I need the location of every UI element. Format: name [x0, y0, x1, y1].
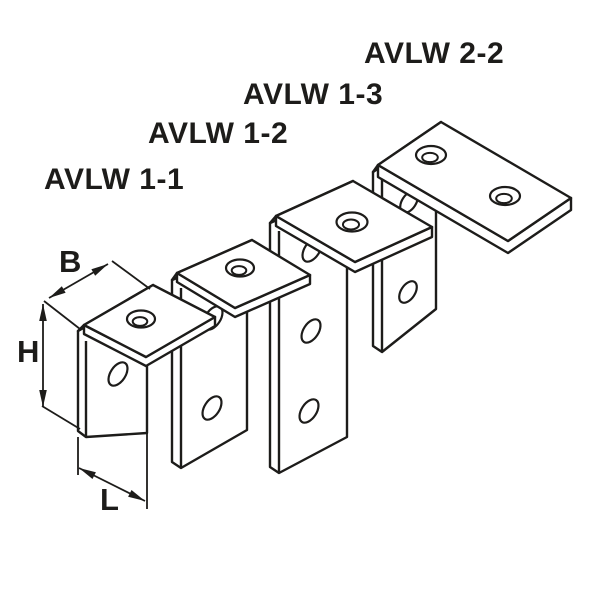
bracket-avlw-1-1 [76, 283, 217, 439]
plate-hole-countersink [341, 218, 361, 231]
label-avlw-2-2: AVLW 2-2 [364, 37, 505, 70]
leg-hole [398, 280, 418, 304]
leg-hole [300, 318, 322, 344]
plate-hole-countersink [131, 316, 149, 327]
dim-b-extension-2 [111, 260, 151, 290]
plate-hole-countersink [495, 192, 513, 205]
plate-hole-countersink [230, 265, 248, 276]
dim-b-extension-1 [43, 300, 81, 330]
dim-h-arrow-arrowhead [39, 304, 47, 321]
bracket-avlw-2-2 [371, 120, 573, 354]
bracket-avlw-1-3 [268, 179, 434, 475]
leg-hole [201, 395, 223, 421]
dim-label-h: H [17, 334, 40, 369]
dim-b-arrow-arrowhead [49, 286, 66, 298]
label-avlw-1-3: AVLW 1-3 [243, 78, 384, 111]
dim-l-arrow-arrowhead [79, 468, 96, 480]
label-avlw-1-2: AVLW 1-2 [148, 117, 289, 150]
dim-l-arrow-arrowhead [128, 489, 145, 501]
leg-hole [107, 361, 129, 387]
dim-h-arrow-arrowhead [39, 390, 47, 407]
plate-hole-countersink [421, 151, 439, 164]
dim-h-extension-bottom [41, 405, 81, 430]
leg-hole [298, 398, 320, 424]
dim-label-l: L [100, 482, 120, 517]
dim-b-arrow-arrowhead [91, 264, 108, 276]
dimension-annotations [39, 260, 151, 509]
dim-label-b: B [59, 244, 82, 279]
label-avlw-1-1: AVLW 1-1 [44, 163, 185, 196]
